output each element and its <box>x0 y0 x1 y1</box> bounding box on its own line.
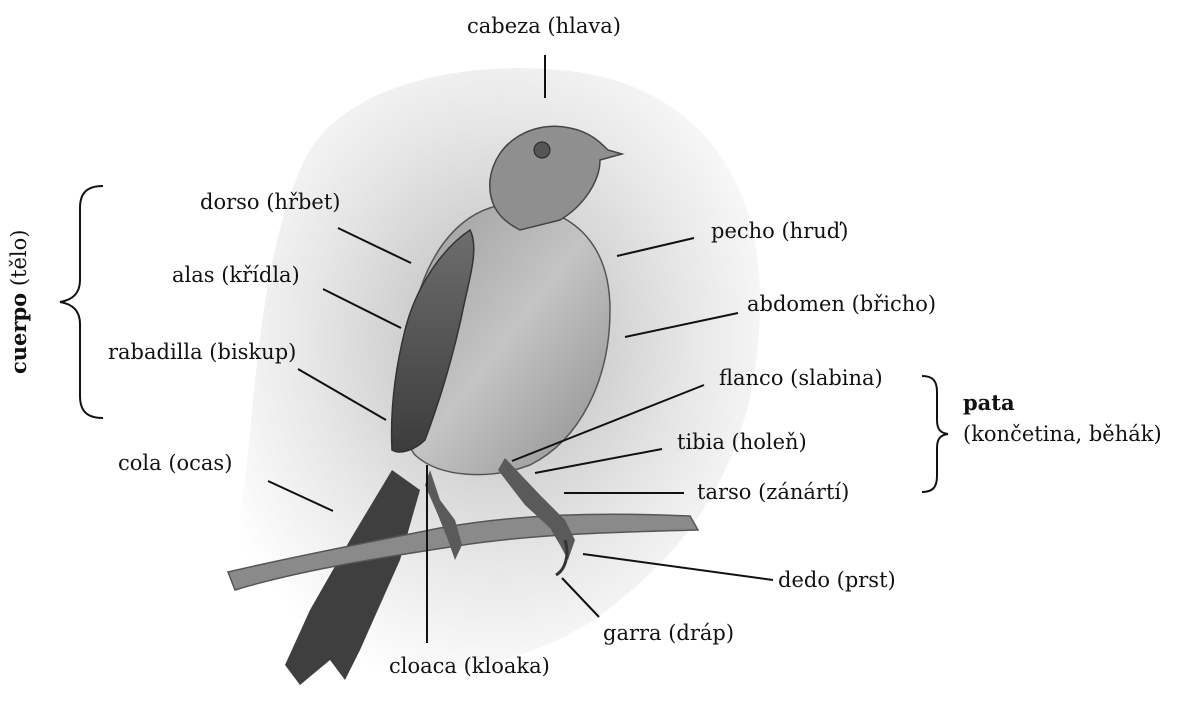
brace-pata <box>922 376 948 492</box>
bird-eye <box>534 142 550 158</box>
label-abdomen: abdomen (břicho) <box>747 294 936 315</box>
group-label-cuerpo: cuerpo (tělo) <box>8 230 30 374</box>
group-label-pata-detail: (končetina, běhák) <box>963 424 1162 445</box>
label-rabadilla: rabadilla (biskup) <box>108 342 296 363</box>
group-label-cuerpo-rest: (tělo) <box>7 230 31 293</box>
label-tarso: tarso (zánártí) <box>697 482 849 503</box>
label-tibia: tibia (holeň) <box>677 432 807 453</box>
label-cola: cola (ocas) <box>118 453 232 474</box>
label-pecho: pecho (hruď) <box>711 221 848 242</box>
group-label-cuerpo-bold: cuerpo <box>6 293 31 374</box>
label-dorso: dorso (hřbet) <box>200 192 340 213</box>
label-flanco: flanco (slabina) <box>719 368 883 389</box>
label-dedo: dedo (prst) <box>778 570 896 591</box>
label-cabeza: cabeza (hlava) <box>467 16 621 37</box>
label-garra: garra (dráp) <box>603 623 734 644</box>
group-label-pata: pata <box>963 392 1015 413</box>
label-alas: alas (křídla) <box>172 265 300 286</box>
brace-cuerpo <box>60 186 103 418</box>
label-cloaca: cloaca (kloaka) <box>389 656 550 677</box>
